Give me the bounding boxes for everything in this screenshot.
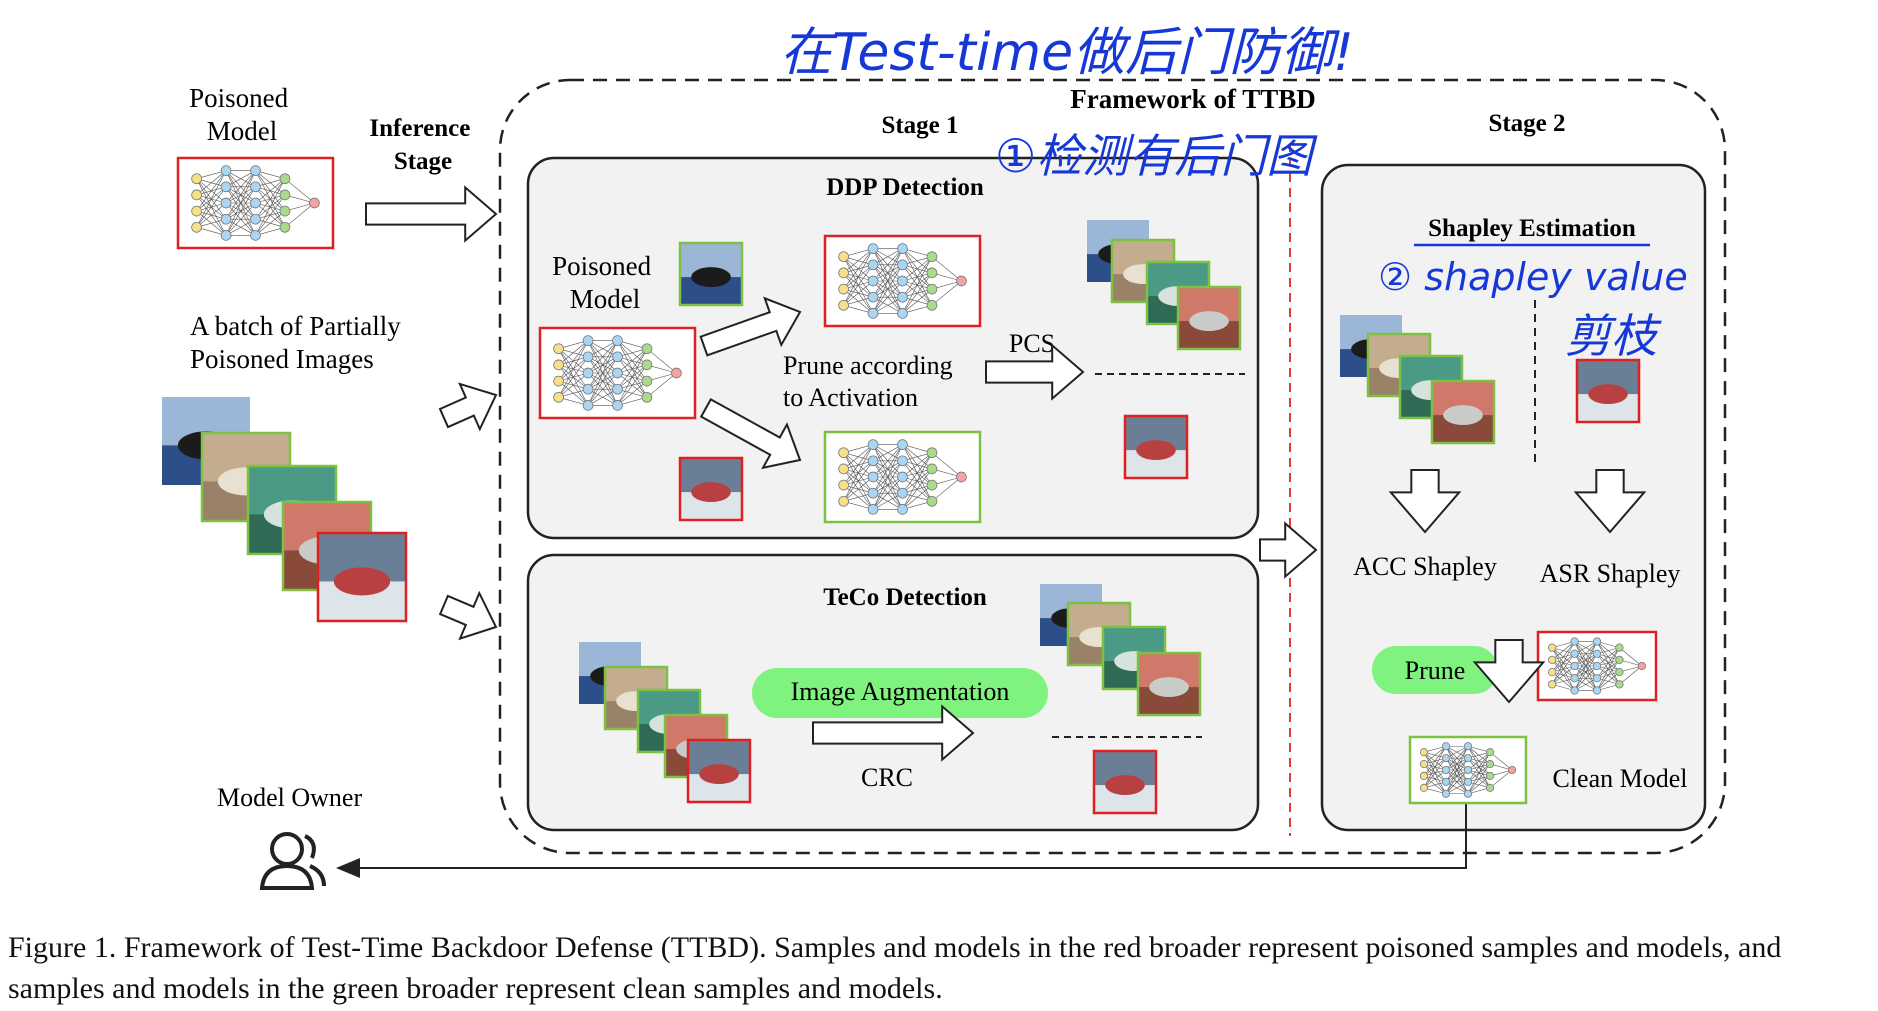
teco-output-image-3 — [1136, 651, 1202, 717]
figure-caption: Figure 1. Framework of Test-Time Backdoo… — [8, 931, 1782, 1005]
acc-down-arrow — [1388, 469, 1462, 534]
prune-pill — [1372, 646, 1498, 694]
ddp-upper-arrow — [699, 296, 802, 357]
inference-stage-label: Inference Stage — [369, 115, 476, 175]
framework-box — [498, 78, 1727, 855]
prune-activation-label: Prune according to Activation — [783, 351, 959, 412]
stage1-title: Stage 1 — [881, 112, 958, 139]
annotation-shapley: ② shapley value — [1378, 255, 1688, 299]
stage2-poisoned-image — [1575, 358, 1641, 424]
teco-detection-title: TeCo Detection — [823, 584, 987, 611]
ddp-pcs-output-image-3 — [1176, 285, 1242, 351]
ddp-clean-sample-image — [678, 241, 744, 307]
ddp-poisoned-model-label: Poisoned Model — [552, 251, 658, 314]
user-icon — [259, 832, 326, 890]
image-augmentation-pill — [752, 668, 1048, 718]
model-owner-label: Model Owner — [217, 783, 362, 812]
batch-images-label: A batch of Partially Poisoned Images — [190, 311, 407, 374]
image-augmentation-label: Image Augmentation — [791, 677, 1010, 706]
crc-label: CRC — [861, 763, 913, 792]
ddp-clean-network — [823, 430, 982, 524]
left-model-arrow — [365, 185, 498, 243]
ddp-poisoned-sample-image — [678, 456, 744, 522]
left-poisoned-model-label: Poisoned Model — [189, 83, 295, 146]
ddp-pcs-poisoned-image — [1123, 414, 1189, 480]
stage2-clean-image-3 — [1430, 379, 1496, 445]
ddp-detection-title: DDP Detection — [826, 174, 984, 201]
framework-title: Framework of TTBD — [1070, 84, 1315, 114]
clean-model-label: Clean Model — [1552, 764, 1687, 793]
ttbd-framework-diagram: Poisoned Model Inference Stage A batch o… — [162, 23, 1727, 890]
ddp-pruned-poisoned-network — [823, 234, 982, 328]
asr-shapley-label: ASR Shapley — [1540, 559, 1681, 588]
stage2-title: Stage 2 — [1488, 110, 1565, 137]
left-batch-image-4 — [316, 531, 408, 623]
annotation-top: 在Test-time做后门防御! — [780, 23, 1354, 83]
pcs-arrow — [985, 343, 1085, 401]
stage2-poisoned-network — [1536, 630, 1658, 702]
teco-poisoned-image — [1092, 749, 1158, 815]
ddp-poisoned-model-network — [538, 326, 697, 420]
annotation-detect: ①检测有后门图 — [995, 129, 1318, 183]
left-poisoned-model-network — [176, 156, 335, 250]
annotation-prune: 剪枝 — [1565, 309, 1662, 363]
clean-model-network — [1408, 735, 1528, 805]
crc-arrow — [812, 704, 975, 762]
asr-down-arrow — [1573, 469, 1647, 534]
teco-input-image-4 — [686, 738, 752, 804]
ddp-lower-arrow — [699, 397, 802, 470]
left-batch-arrow — [438, 382, 498, 432]
stage-transition-arrow — [1259, 521, 1318, 579]
pcs-label: PCS — [1009, 329, 1055, 358]
prune-down-arrow — [1472, 639, 1546, 704]
prune-label: Prune — [1405, 656, 1466, 685]
acc-shapley-label: ACC Shapley — [1353, 552, 1497, 581]
left-lower-arrow — [438, 590, 498, 641]
shapley-estimation-title: Shapley Estimation — [1428, 215, 1636, 242]
return-arrow-to-owner — [336, 802, 1467, 878]
